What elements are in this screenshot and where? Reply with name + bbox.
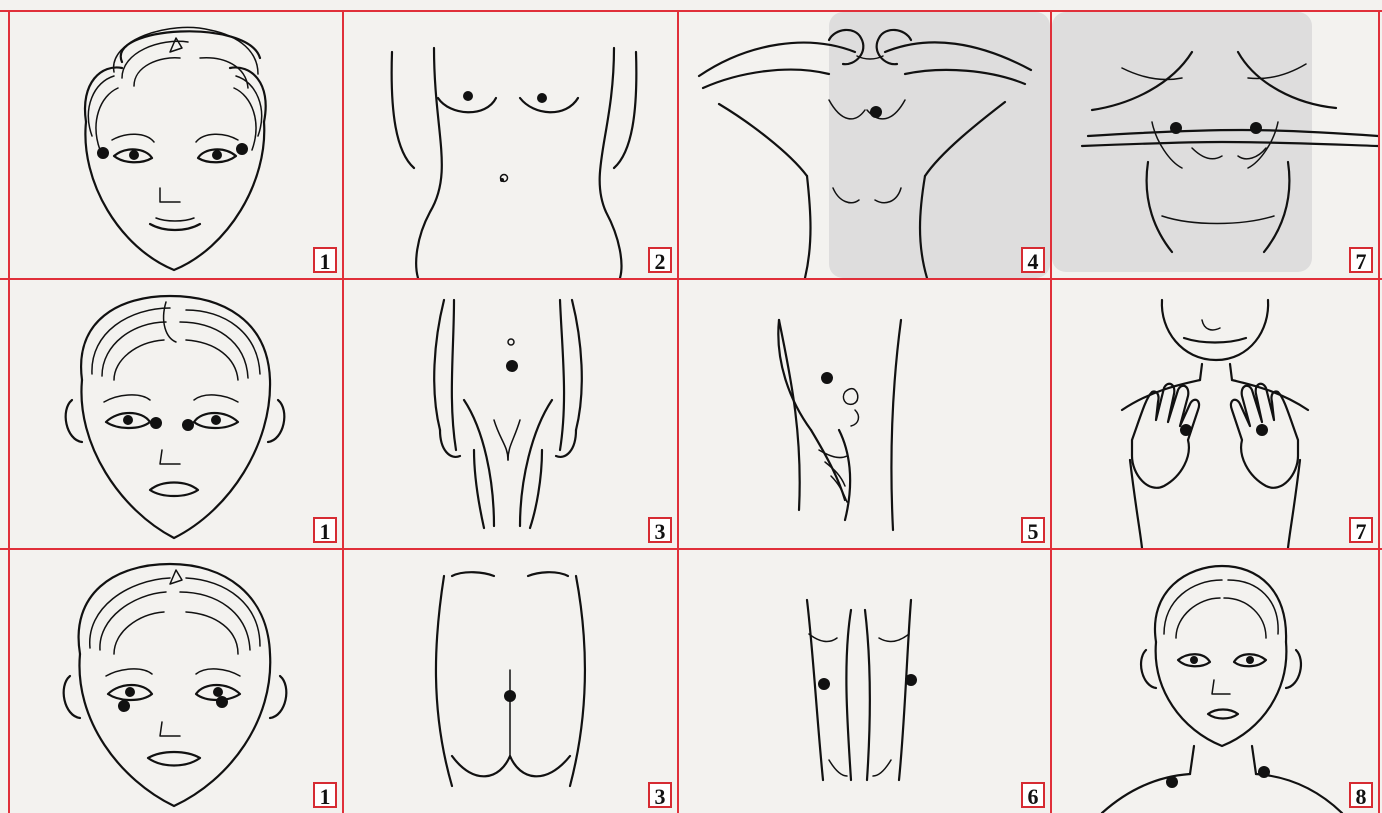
step-number-badge: 3 <box>648 517 672 543</box>
panel-torso-chest: 2 <box>344 12 677 278</box>
step-number-badge: 1 <box>313 517 337 543</box>
legs-back-illustration <box>679 550 1050 813</box>
grid-line-right <box>1378 10 1380 813</box>
panel-face-temples: 1 <box>10 12 342 278</box>
hip-with-hand-illustration <box>679 280 1050 548</box>
step-number-badge: 7 <box>1349 517 1373 543</box>
panel-arms-raised: 4 <box>679 12 1050 278</box>
panel-torso-hands: 7 <box>1052 12 1378 278</box>
face-front-illustration <box>10 280 342 548</box>
step-number-badge: 8 <box>1349 782 1373 808</box>
step-number-badge: 3 <box>648 782 672 808</box>
step-number-badge: 7 <box>1349 247 1373 273</box>
panel-legs-back: 6 <box>679 550 1050 813</box>
step-number-badge: 1 <box>313 782 337 808</box>
torso-front-illustration <box>344 12 677 278</box>
face-neck-shoulders-illustration <box>1052 550 1378 813</box>
panel-face-nose: 1 <box>10 280 342 548</box>
step-number-badge: 4 <box>1021 247 1045 273</box>
step-number-badge: 2 <box>648 247 672 273</box>
hands-raised-illustration <box>1052 280 1378 548</box>
step-number-badge: 6 <box>1021 782 1045 808</box>
panel-buttocks: 3 <box>344 550 677 813</box>
step-number-badge: 1 <box>313 247 337 273</box>
panel-lower-abdomen: 3 <box>344 280 677 548</box>
step-number-badge: 5 <box>1021 517 1045 543</box>
face-front-illustration <box>10 550 342 813</box>
panel-hands-raised: 7 <box>1052 280 1378 548</box>
panel-face-neck: 8 <box>1052 550 1378 813</box>
panel-face-cheeks: 1 <box>10 550 342 813</box>
torso-hands-on-ribs-illustration <box>1052 12 1378 278</box>
buttocks-back-illustration <box>344 550 677 813</box>
upper-body-arms-raised-illustration <box>679 12 1050 278</box>
panel-hip-hand: 5 <box>679 280 1050 548</box>
lower-abdomen-illustration <box>344 280 677 548</box>
face-front-illustration <box>10 12 342 278</box>
